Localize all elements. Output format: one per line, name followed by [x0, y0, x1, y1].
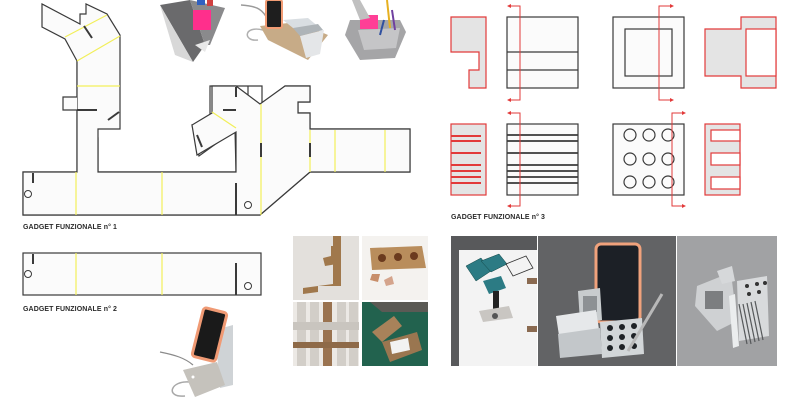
gadget2-caption: GADGET FUNZIONALE n° 2 [23, 306, 118, 313]
cardboard-strips-photo [293, 302, 359, 366]
sketch-and-model-photo [451, 236, 537, 366]
assembled-model-photo [362, 302, 428, 366]
laser-cut-pieces-photo [362, 236, 428, 300]
pen-cup-grey-render [340, 0, 410, 64]
cutout-template-photo [293, 236, 359, 300]
phone-stand-render [155, 300, 255, 400]
gadget1-caption: GADGET FUNZIONALE n° 1 [23, 224, 118, 231]
desk-organizer-photo [538, 236, 676, 366]
gadget3-caption: GADGET FUNZIONALE n° 3 [451, 214, 546, 221]
phone-stand-kraft-render [238, 0, 328, 64]
organizer-side-view-photo [677, 236, 777, 366]
pen-holder-grey-render [155, 0, 227, 64]
